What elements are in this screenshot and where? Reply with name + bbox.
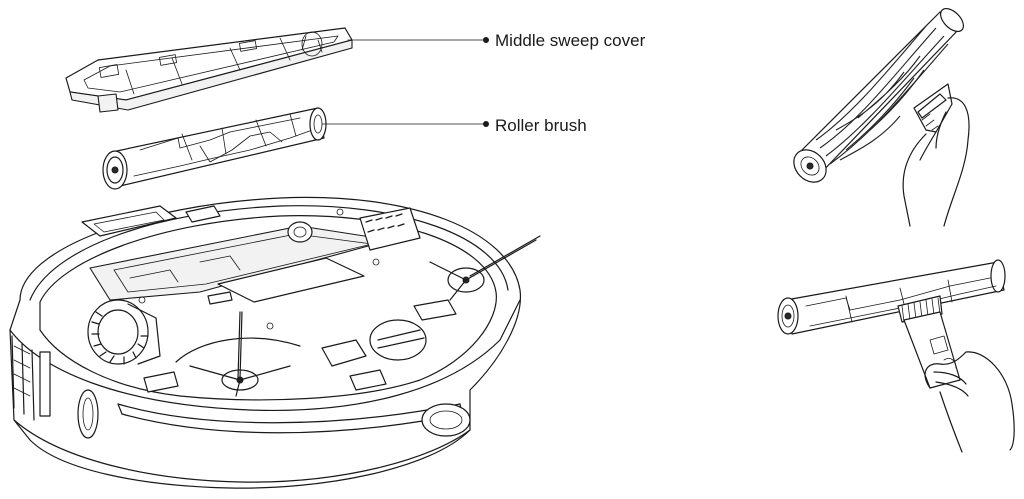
middle-sweep-cover-label: Middle sweep cover (495, 31, 646, 50)
callout-middle-sweep-cover: Middle sweep cover (347, 31, 646, 50)
middle-sweep-cover-illustration (65, 27, 353, 113)
robot-vacuum-bottom-illustration (9, 196, 541, 489)
side-brush-right (429, 235, 541, 301)
roller-brush-illustration (102, 107, 327, 190)
left-wheel (87, 299, 161, 365)
roller-brush-label: Roller brush (495, 116, 587, 135)
roller-brush-tangled-hair-illustration (793, 7, 970, 227)
side-brush-center (175, 311, 301, 397)
right-wheel (359, 207, 421, 251)
roller-brush-comb-cleaning-illustration (777, 259, 1015, 453)
callout-roller-brush: Roller brush (321, 116, 587, 135)
